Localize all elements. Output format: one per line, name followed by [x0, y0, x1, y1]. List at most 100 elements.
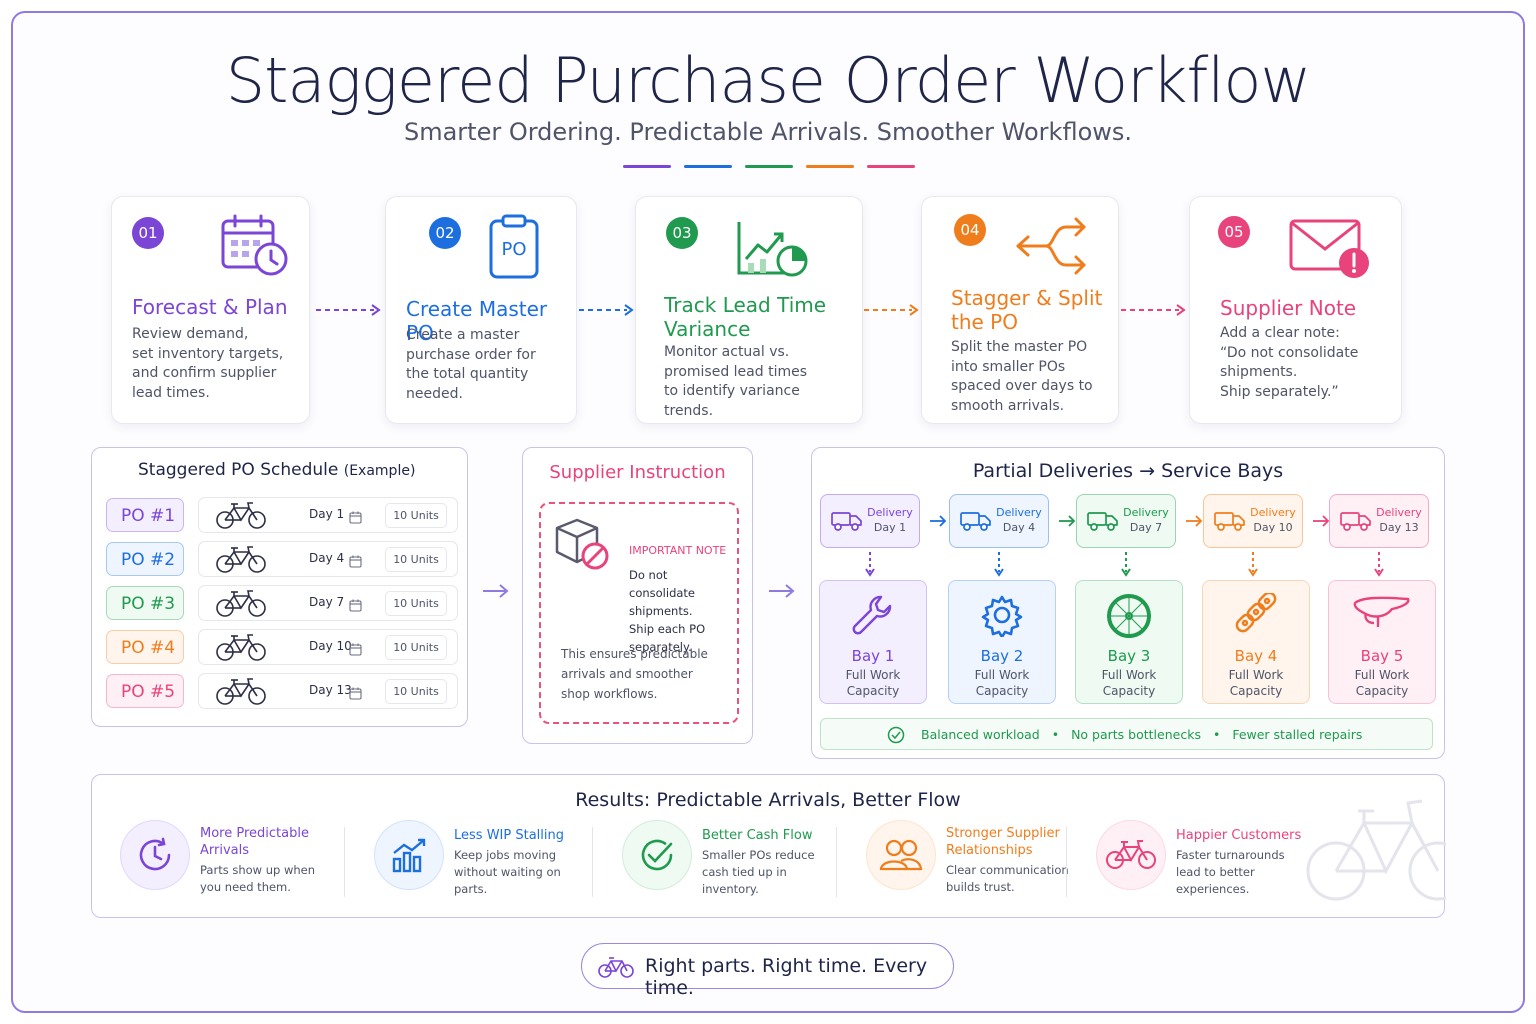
delivery-day: Day 1: [873, 521, 907, 534]
split-arrows-icon: [1014, 215, 1090, 281]
people-icon: [866, 820, 936, 890]
po-badge: PO #1: [106, 498, 184, 532]
bar-chart-icon: [374, 820, 444, 890]
delivery-day: Day 4: [1002, 521, 1036, 534]
po-day: Day 4: [309, 551, 345, 565]
po-schedule-row: Day 10 10 Units: [198, 629, 458, 665]
delivery-arrow: [928, 513, 948, 532]
bay-name: Bay 3: [1107, 647, 1151, 665]
truck-icon: [1214, 510, 1246, 536]
delivery-label: Delivery: [996, 506, 1042, 519]
delivery-arrow: [1184, 513, 1204, 532]
po-day: Day 13: [309, 683, 352, 697]
divider-purple: [623, 165, 671, 168]
bicycle-icon: [598, 956, 634, 982]
step-arrow-1: [316, 302, 382, 321]
bicycle-icon: [215, 678, 267, 710]
down-arrow: [1373, 550, 1385, 582]
flow-arrow-right: [767, 582, 797, 604]
benefits-bar: Balanced workload • No parts bottlenecks…: [820, 718, 1433, 750]
result-divider: [344, 827, 345, 897]
step-number: 01: [132, 217, 164, 249]
po-badge: PO #5: [106, 674, 184, 708]
supplier-instruction-panel: Supplier Instruction IMPORTANT NOTE Do n…: [522, 447, 753, 744]
deliveries-title: Partial Deliveries → Service Bays: [972, 460, 1284, 482]
step-number: 05: [1218, 216, 1250, 248]
calendar-icon: [349, 685, 362, 704]
step-title: Supplier Note: [1220, 296, 1357, 320]
flow-arrow-left: [481, 582, 511, 604]
tagline-text: Right parts. Right time. Every time.: [645, 955, 928, 999]
bicycle-icon: [215, 634, 267, 666]
divider-orange: [806, 165, 854, 168]
calendar-icon: [349, 641, 362, 660]
delivery-label: Delivery: [1376, 506, 1422, 519]
delivery-label: Delivery: [1250, 506, 1296, 519]
down-arrow: [1120, 550, 1132, 582]
check-circle-icon: [887, 726, 905, 748]
result-divider: [1066, 827, 1067, 897]
result-divider: [836, 827, 837, 897]
calendar-icon: [349, 553, 362, 572]
truck-icon: [1087, 510, 1119, 536]
results-title: Results: Predictable Arrivals, Better Fl…: [575, 789, 961, 811]
calendar-icon: [349, 509, 362, 528]
calendar-icon: [349, 597, 362, 616]
page-title: Staggered Purchase Order Workflow: [225, 44, 1311, 117]
result-title: Happier Customers: [1176, 828, 1302, 843]
step-arrow-3: [864, 302, 920, 321]
bay-name: Bay 2: [980, 647, 1024, 665]
po-badge: PO #3: [106, 586, 184, 620]
step-title: Create Master PO: [406, 297, 548, 345]
delivery-label: Delivery: [1123, 506, 1169, 519]
wrench-icon: [820, 593, 926, 637]
down-arrow: [993, 550, 1005, 582]
step-card-supplier-note: 05 Supplier Note Add a clear note:“Do no…: [1189, 196, 1402, 424]
po-day: Day 1: [309, 507, 345, 521]
delivery-arrow: [1057, 513, 1077, 532]
step-number: 03: [666, 217, 698, 249]
truck-icon: [1340, 510, 1372, 536]
calendar-clock-icon: [220, 213, 292, 285]
results-panel: Results: Predictable Arrivals, Better Fl…: [91, 774, 1468, 918]
bicycle-icon: [215, 502, 267, 534]
bicycle-icon: [215, 546, 267, 578]
deliveries-panel: Partial Deliveries → Service Bays Delive…: [811, 447, 1445, 759]
clock-icon: [120, 820, 190, 890]
step-description: Review demand,set inventory targets, and…: [132, 326, 284, 401]
chain-icon: [1203, 593, 1309, 637]
down-arrow: [864, 550, 876, 582]
wheel-icon: [1076, 593, 1182, 639]
delivery-day: Day 10: [1253, 521, 1293, 534]
bay-name: Bay 1: [851, 647, 895, 665]
step-arrow-2: [579, 302, 635, 321]
po-units: 10 Units: [385, 679, 447, 704]
saddle-icon: [1329, 593, 1435, 629]
bicycle-watermark-icon: [1302, 793, 1468, 907]
chart-trend-icon: [736, 219, 810, 283]
po-day: Day 10: [309, 639, 352, 653]
truck-icon: [960, 510, 992, 536]
step-arrow-4: [1121, 302, 1187, 321]
po-units: 10 Units: [385, 635, 447, 660]
svg-text:PO: PO: [501, 239, 526, 260]
step-number: 04: [954, 214, 986, 246]
